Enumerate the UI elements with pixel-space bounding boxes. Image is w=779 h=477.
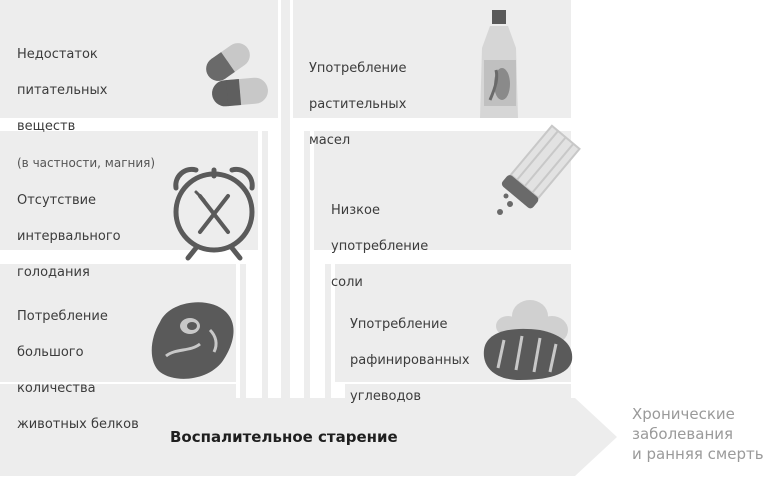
left-factor-1: Недостаток питательных веществ (в частно… (17, 47, 156, 170)
left-factor-2: Отсутствие интервального голодания (17, 193, 121, 280)
left-panel-1 (0, 0, 278, 118)
right-factor-1: Употребление растительных масел (309, 61, 407, 148)
salt-shaker-icon (497, 124, 581, 215)
right-panel-2 (314, 131, 571, 250)
pills-icon (206, 43, 268, 107)
right-factor-3: Употребление рафинированных углеводов (350, 317, 470, 404)
alarm-clock-icon (173, 166, 255, 261)
bread-icon (483, 300, 573, 380)
oil-bottle-icon (480, 10, 518, 118)
left-panel-2 (0, 131, 258, 250)
left-factor-3: Потребление большого количества животных… (17, 309, 139, 432)
arrow-label: Воспалительное старение (170, 428, 398, 446)
left-factor-1-note: (в частности, магния) (17, 156, 156, 170)
steak-icon (151, 302, 234, 379)
inflammaging-arrow (0, 398, 617, 476)
outcome-text: Хронические заболевания и ранняя смерть (632, 405, 764, 463)
right-factor-2: Низкое употребление соли (331, 203, 429, 290)
